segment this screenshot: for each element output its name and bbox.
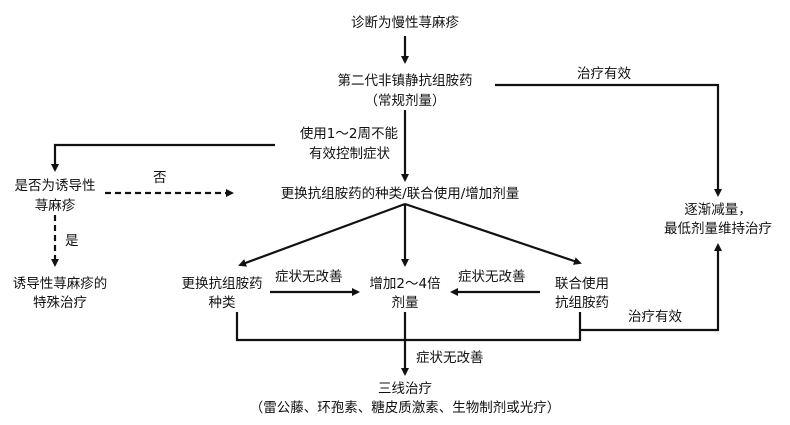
node-combine-line1: 联合使用 (555, 275, 609, 292)
node-diagnosis: 诊断为慢性荨麻疹 (351, 14, 459, 31)
label-no-improve-right: 症状无改善 (458, 269, 526, 285)
label-effective-top: 治疗有效 (577, 66, 631, 82)
node-taper-line2: 最低剂量维持治疗 (664, 221, 772, 237)
node-induced-question-line2: 荨麻疹 (35, 198, 76, 214)
label-uncontrolled-line1: 使用1～2周不能 (300, 125, 398, 142)
node-induced-question-line1: 是否为诱导性 (15, 178, 96, 194)
label-no: 否 (153, 170, 167, 186)
node-third-line-line2: （雷公藤、环孢素、糖皮质激素、生物制剂或光疗） (250, 400, 561, 416)
node-switch-type-line2: 种类 (209, 295, 236, 311)
label-no-improve-bottom: 症状无改善 (416, 350, 484, 366)
node-switch-all: 更换抗组胺药的种类/联合使用/增加剂量 (281, 185, 520, 202)
arrow-to-induced-question (51, 143, 275, 172)
arrow-effective-to-taper (495, 83, 722, 197)
label-effective-bottom: 治疗有效 (628, 309, 682, 325)
arrow-to-combine (404, 202, 582, 265)
node-induced-treatment-line1: 诱导性荨麻疹的 (13, 276, 108, 292)
label-uncontrolled-line2: 有效控制症状 (309, 146, 390, 162)
node-third-line-line1: 三线治疗 (378, 381, 432, 397)
arrow-to-switch-type (238, 202, 406, 267)
node-combine-line2: 抗组胺药 (555, 295, 609, 311)
node-increase-line1: 增加2～4倍 (369, 276, 440, 292)
node-second-gen-line1: 第二代非镇静抗组胺药 (338, 72, 473, 89)
line-bottom-join (235, 312, 582, 342)
label-yes: 是 (65, 233, 79, 249)
node-switch-type-line1: 更换抗组胺药 (182, 276, 263, 292)
node-taper-line1: 逐渐减量， (684, 202, 752, 218)
node-increase-line2: 剂量 (392, 295, 419, 311)
arrow-effective-bottom-to-taper (580, 243, 722, 332)
node-induced-treatment-line2: 特殊治疗 (33, 295, 87, 311)
connectors (51, 36, 722, 376)
label-no-improve-left: 症状无改善 (275, 269, 343, 285)
node-second-gen-line2: （常规剂量） (365, 93, 446, 109)
